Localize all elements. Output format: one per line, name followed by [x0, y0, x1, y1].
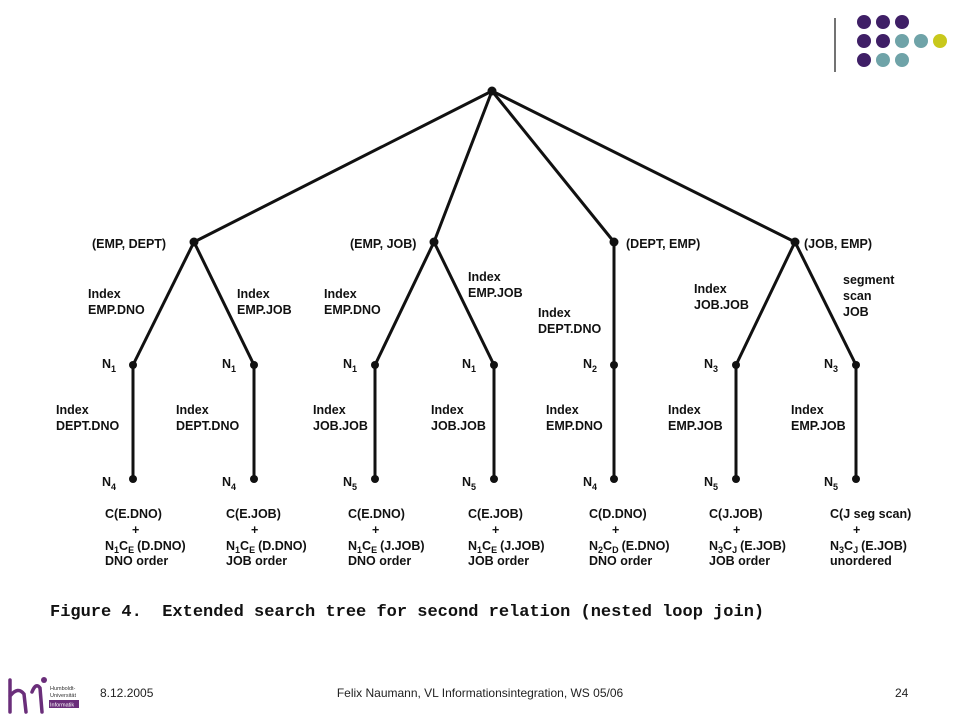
tree-nodes: [129, 86, 860, 483]
decorative-dot: [857, 53, 871, 67]
decorative-dot: [876, 53, 890, 67]
edge-4-1: [734, 240, 797, 367]
logo-text-1: Humboldt-: [50, 686, 76, 692]
node-l3-4: [490, 475, 498, 483]
n-label-l2-3: N1: [343, 357, 357, 374]
decorative-dot: [933, 34, 947, 48]
edge-1-1: [131, 240, 196, 367]
n-label-l2-5: N2: [583, 357, 597, 374]
label-job-emp: (JOB, EMP): [804, 237, 872, 251]
edge-label-1-1: Index EMP.DNO: [88, 287, 145, 317]
cost-6: C(J.JOB) + N3CJ(E.JOB) JOB order: [709, 507, 789, 568]
decorative-dots: [834, 15, 947, 72]
edge-label-2-2: Index EMP.JOB: [468, 270, 523, 300]
n-label-l3-2: N4: [222, 475, 236, 492]
n-label-l2-2: N1: [222, 357, 236, 374]
decorative-dot: [857, 15, 871, 29]
n-label-l2-7: N3: [824, 357, 838, 374]
decorative-dot: [857, 34, 871, 48]
edge-label-3-1: Index DEPT.DNO: [538, 306, 601, 336]
edge-label-leaf-7: Index EMP.JOB: [791, 403, 846, 433]
decorative-dot: [895, 53, 909, 67]
logo-text-3: Informatik: [50, 703, 74, 709]
decorative-dot: [895, 15, 909, 29]
node-emp-dept: [189, 237, 199, 247]
edge-label-4-1: Index JOB.JOB: [694, 282, 749, 312]
logo-dot: [41, 677, 47, 683]
node-l2-7: [852, 361, 860, 369]
figure-caption: Figure 4. Extended search tree for secon…: [50, 603, 764, 622]
edge-4-2: [793, 240, 858, 367]
level2-labels: N1 N1 N1 N1 N2 N3 N3: [102, 357, 838, 374]
node-l2-6: [732, 361, 740, 369]
node-l2-3: [371, 361, 379, 369]
node-job-emp: [790, 237, 800, 247]
node-l3-2: [250, 475, 258, 483]
node-l3-3: [371, 475, 379, 483]
node-l2-1: [129, 361, 137, 369]
edge-label-leaf-1: Index DEPT.DNO: [56, 403, 119, 433]
edge-root-2: [432, 89, 494, 244]
n-label-l3-3: N5: [343, 475, 357, 492]
level3-labels: N4 N4 N5 N5 N4 N5 N5: [102, 475, 838, 492]
n-label-l2-1: N1: [102, 357, 116, 374]
label-emp-dept: (EMP, DEPT): [92, 237, 166, 251]
node-l2-5: [610, 361, 618, 369]
footer-page-number: 24: [895, 686, 909, 700]
edge-label-leaf-4: Index JOB.JOB: [431, 403, 486, 433]
n-label-l3-7: N5: [824, 475, 838, 492]
university-logo: Humboldt- Universität Informatik: [8, 677, 79, 714]
decorative-dot: [876, 34, 890, 48]
n-label-l2-4: N1: [462, 357, 476, 374]
edge-label-leaf-6: Index EMP.JOB: [668, 403, 723, 433]
node-dept-emp: [609, 237, 619, 247]
n-label-l3-5: N4: [583, 475, 597, 492]
edge-label-2-1: Index EMP.DNO: [324, 287, 381, 317]
decorative-dot: [895, 34, 909, 48]
edge-root-4: [490, 89, 797, 244]
n-label-l3-4: N5: [462, 475, 476, 492]
root-node: [487, 86, 497, 96]
label-dept-emp: (DEPT, EMP): [626, 237, 700, 251]
logo-h-mark: [8, 678, 28, 714]
cost-4: C(E.JOB) + N1CE(J.JOB) JOB order: [468, 507, 548, 568]
n-label-l3-6: N5: [704, 475, 718, 492]
cost-5: C(D.DNO) + N2CD(E.DNO) DNO order: [589, 507, 673, 568]
node-l2-2: [250, 361, 258, 369]
cost-7: C(J seg scan) + N3CJ(E.JOB) unordered: [830, 507, 915, 568]
node-l3-6: [732, 475, 740, 483]
edge-label-4-2: segment scan JOB: [843, 273, 898, 319]
cost-2: C(E.JOB) + N1CE(D.DNO) JOB order: [226, 507, 310, 568]
n-label-l2-6: N3: [704, 357, 718, 374]
edge-label-leaf-3: Index JOB.JOB: [313, 403, 368, 433]
edge-root-1: [192, 89, 494, 244]
edge-root-3: [490, 89, 616, 244]
logo-i-mark: [30, 684, 44, 714]
node-emp-job: [429, 237, 439, 247]
edge-2-1: [373, 240, 436, 367]
edge-label-1-2: Index EMP.JOB: [237, 287, 292, 317]
node-l3-7: [852, 475, 860, 483]
cost-3: C(E.DNO) + N1CE(J.JOB) DNO order: [348, 507, 428, 568]
label-emp-job: (EMP, JOB): [350, 237, 416, 251]
edge-label-leaf-5: Index EMP.DNO: [546, 403, 603, 433]
cost-1: C(E.DNO) + N1CE(D.DNO) DNO order: [105, 507, 189, 568]
edge-label-leaf-2: Index DEPT.DNO: [176, 403, 239, 433]
cost-formulas: C(E.DNO) + N1CE(D.DNO) DNO order C(E.JOB…: [105, 507, 915, 568]
edge-1-2: [192, 240, 256, 367]
logo-text-bg: [49, 700, 79, 708]
node-l3-1: [129, 475, 137, 483]
tree-edges: [131, 89, 858, 481]
decorative-dot: [876, 15, 890, 29]
footer-title: Felix Naumann, VL Informationsintegratio…: [336, 686, 624, 700]
logo-text-2: Universität: [50, 693, 76, 699]
node-l3-5: [610, 475, 618, 483]
edge-2-2: [432, 240, 496, 367]
decorative-dot: [914, 34, 928, 48]
node-l2-4: [490, 361, 498, 369]
n-label-l3-1: N4: [102, 475, 116, 492]
footer-date: 8.12.2005: [100, 686, 154, 700]
